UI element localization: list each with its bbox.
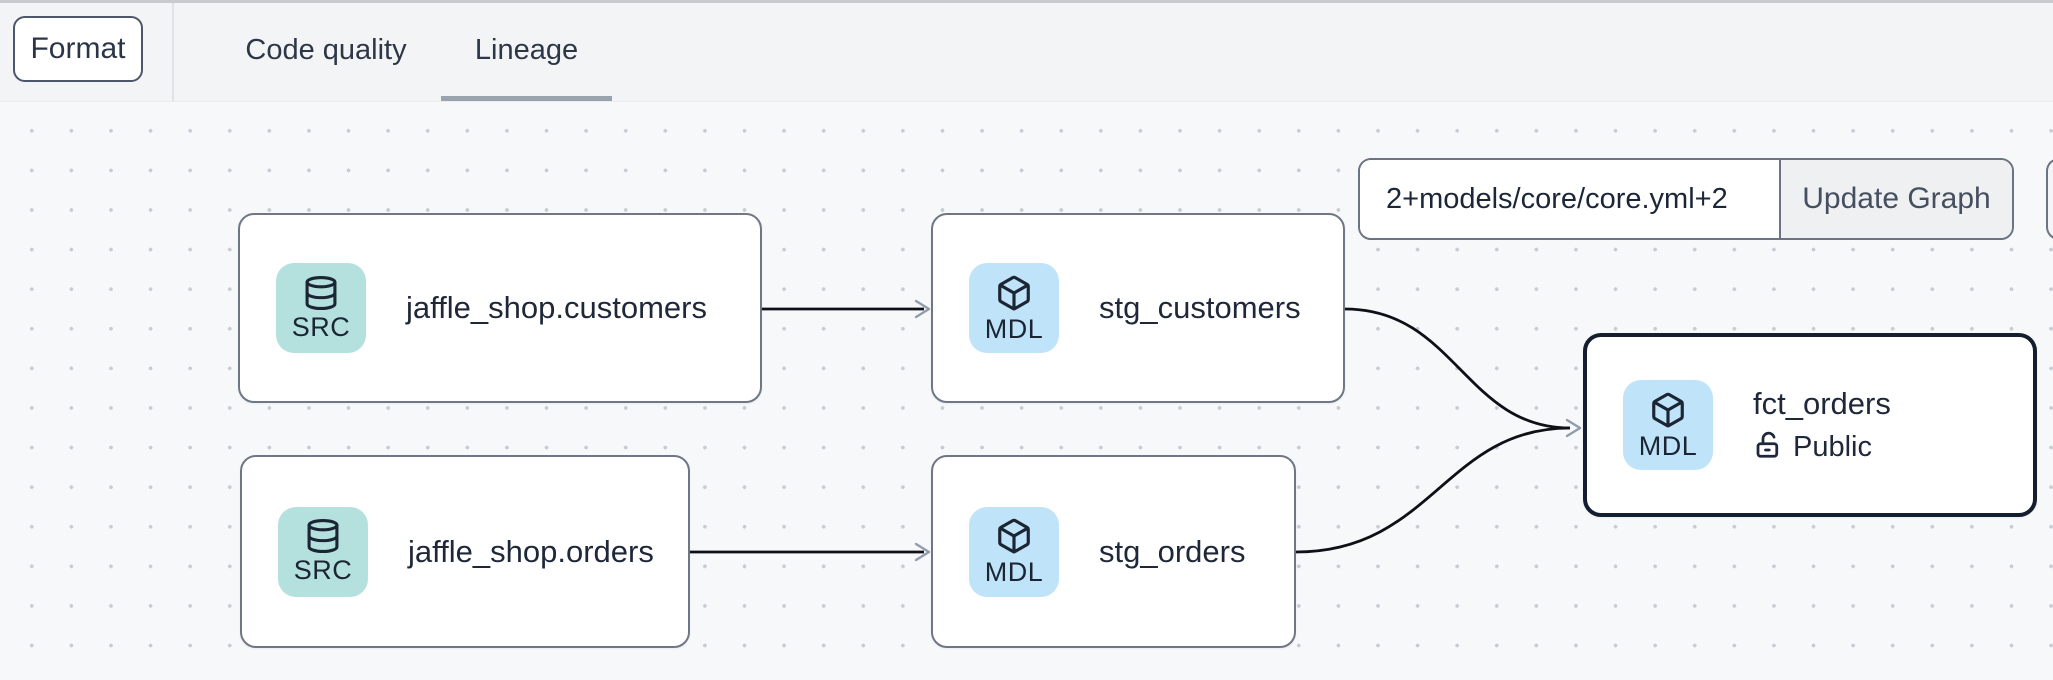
node-title: stg_customers (1099, 290, 1301, 325)
selector-input[interactable] (1360, 160, 1779, 238)
node-badge-label: SRC (293, 555, 353, 585)
cube-icon (1649, 391, 1687, 429)
model-badge: MDL (969, 506, 1059, 597)
model-badge: MDL (969, 263, 1059, 353)
node-stg-orders[interactable]: MDL stg_orders (931, 455, 1296, 648)
topbar: Format Code quality Lineage (0, 0, 2053, 102)
access-row: Public (1753, 430, 1891, 465)
node-stg-customers[interactable]: MDL stg_customers (931, 213, 1345, 403)
tab-code-quality[interactable]: Code quality (244, 0, 408, 101)
node-jaffle-shop-orders[interactable]: SRC jaffle_shop.orders (240, 455, 690, 648)
access-label: Public (1793, 430, 1872, 463)
cube-icon (995, 274, 1033, 312)
node-title: stg_orders (1099, 533, 1246, 569)
node-badge-label: SRC (291, 311, 351, 342)
tab-label: Code quality (245, 34, 407, 66)
window-top-edge (0, 0, 2053, 3)
database-icon (304, 519, 342, 553)
node-title: jaffle_shop.orders (408, 533, 654, 569)
database-icon (302, 275, 340, 310)
node-title: fct_orders (1753, 385, 1891, 421)
unlock-icon (1753, 430, 1793, 465)
update-graph-button[interactable]: Update Graph (1779, 160, 2012, 238)
node-badge-label: MDL (984, 313, 1044, 344)
node-jaffle-shop-customers[interactable]: SRC jaffle_shop.customers (238, 213, 762, 403)
active-tab-underline (441, 96, 612, 101)
tab-lineage[interactable]: Lineage (441, 0, 612, 101)
format-button[interactable]: Format (13, 16, 143, 82)
model-badge: MDL (1623, 380, 1713, 470)
node-title: jaffle_shop.customers (406, 290, 707, 325)
node-fct-orders[interactable]: MDL fct_orders Public (1583, 333, 2037, 517)
tab-label: Lineage (474, 34, 579, 66)
source-badge: SRC (278, 506, 368, 597)
cube-icon (995, 517, 1033, 555)
clipped-toolbar-button[interactable] (2046, 158, 2053, 240)
node-badge-label: MDL (1638, 430, 1698, 461)
topbar-divider (172, 0, 174, 101)
source-badge: SRC (276, 263, 366, 353)
graph-selector-bar: Update Graph (1358, 158, 2014, 240)
node-badge-label: MDL (984, 557, 1044, 587)
